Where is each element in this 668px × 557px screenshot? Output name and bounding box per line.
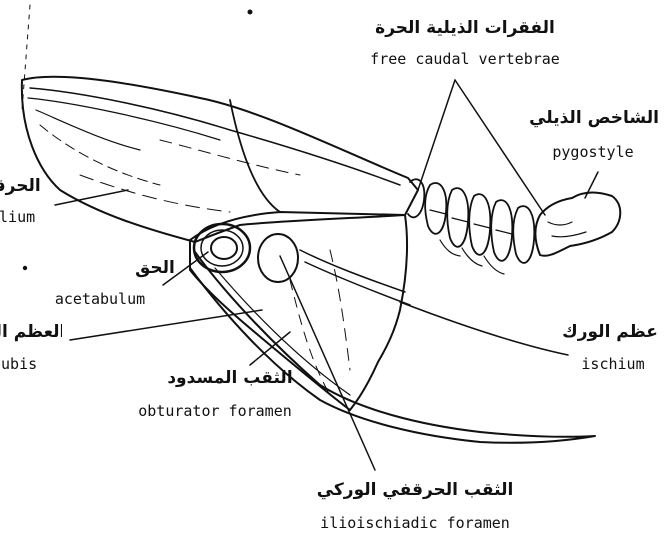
label-pubis-ar: العظم العاني: [0, 322, 62, 342]
ischium-ridge: [230, 100, 280, 212]
pygostyle-shape: [536, 193, 621, 256]
label-pubis-en: pubis: [0, 355, 55, 373]
label-acetabulum-en: acetabulum: [40, 290, 160, 308]
label-acetabulum-ar: الحق: [105, 258, 205, 278]
label-free-caudal-vertebrae-ar: الفقرات الذيلية الحرة: [350, 18, 580, 38]
ilioischiadic-foramen-shape: [258, 234, 298, 282]
label-ilioischiadic-foramen-en: ilioischiadic foramen: [295, 514, 535, 532]
ilium-ridge: [160, 140, 300, 175]
ilium-outline: [22, 77, 418, 242]
label-ischium-en: ischium: [568, 355, 658, 373]
caudal-vertebrae: [408, 179, 534, 274]
label-ilium-en: ilium: [0, 208, 55, 226]
label-ilium-ar: الحرقفة: [0, 176, 55, 196]
label-pygostyle-en: pygostyle: [538, 143, 648, 161]
label-pygostyle-ar: الشاخص الذيلي: [520, 108, 668, 128]
label-obturator-foramen-ar: الثقب المسدود: [155, 368, 305, 388]
ink-speck: [24, 267, 26, 269]
ischium-ridge: [300, 250, 405, 292]
ink-speck: [249, 11, 252, 14]
label-ilioischiadic-foramen-ar: الثقب الحرقفي الوركي: [300, 480, 530, 500]
ilium-ridge: [40, 125, 160, 185]
ilium-ridge: [36, 110, 140, 150]
label-obturator-foramen-en: obturator foramen: [115, 402, 315, 420]
margin-mark: [22, 5, 30, 110]
ilium-ridge: [30, 88, 400, 185]
ischium-ridge: [305, 262, 410, 305]
ilium-ridge: [80, 175, 230, 212]
label-ischium-ar: عظم الورك: [555, 322, 665, 342]
label-free-caudal-vertebrae-en: free caudal vertebrae: [330, 50, 600, 68]
acetabulum-socket: [211, 237, 237, 259]
pygostyle-ridge: [548, 222, 572, 225]
pygostyle-ridge: [552, 232, 586, 237]
